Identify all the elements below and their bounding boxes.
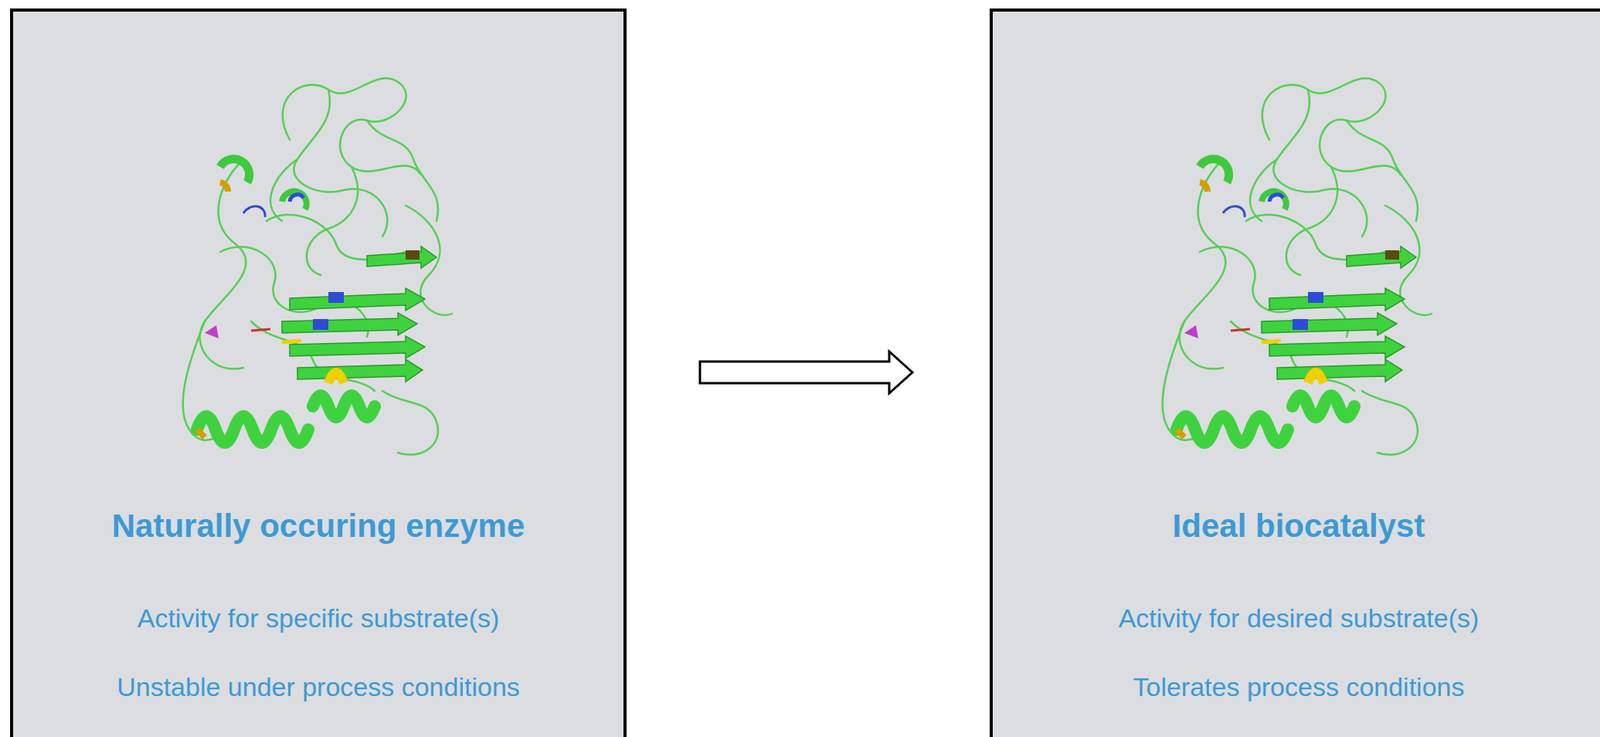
- panel-line: Activity for desired substrate(s): [992, 603, 1600, 634]
- panel-box: Ideal biocatalystActivity for desired su…: [989, 8, 1600, 737]
- panel-box: Naturally occuring enzymeActivity for sp…: [10, 8, 627, 737]
- panel-title: Ideal biocatalyst: [992, 507, 1600, 545]
- panel-title: Naturally occuring enzyme: [13, 507, 624, 545]
- panel-line: Unstable under process conditions: [13, 672, 624, 703]
- panel-line: Tolerates process conditions: [992, 672, 1600, 703]
- hollow-arrow: [699, 351, 913, 394]
- panel-line: Activity for specific substrate(s): [13, 603, 624, 634]
